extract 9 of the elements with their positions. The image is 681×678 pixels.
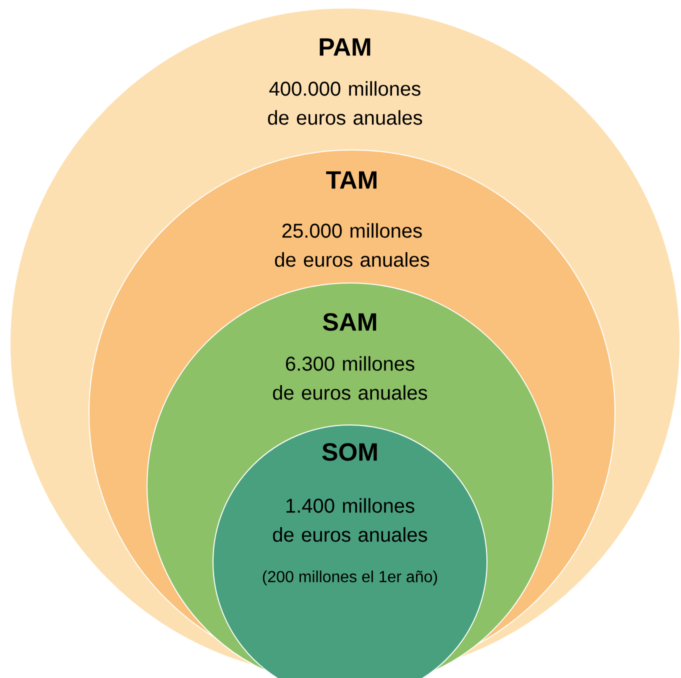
value-text: 6.300 millones de euros anuales bbox=[273, 356, 428, 400]
value-text: 1.400 millones de euros anuales bbox=[273, 498, 428, 542]
circle-heading: PAM bbox=[320, 38, 370, 56]
circle-heading: SOM bbox=[322, 443, 377, 461]
value-text: 25.000 millones de euros anuales bbox=[275, 223, 430, 267]
circle-heading: SAM bbox=[322, 313, 376, 331]
circle-heading: TAM bbox=[326, 171, 376, 189]
note-text: (200 millones el 1er año) bbox=[262, 570, 437, 586]
value-text: 400.000 millones de euros anuales bbox=[268, 81, 422, 125]
